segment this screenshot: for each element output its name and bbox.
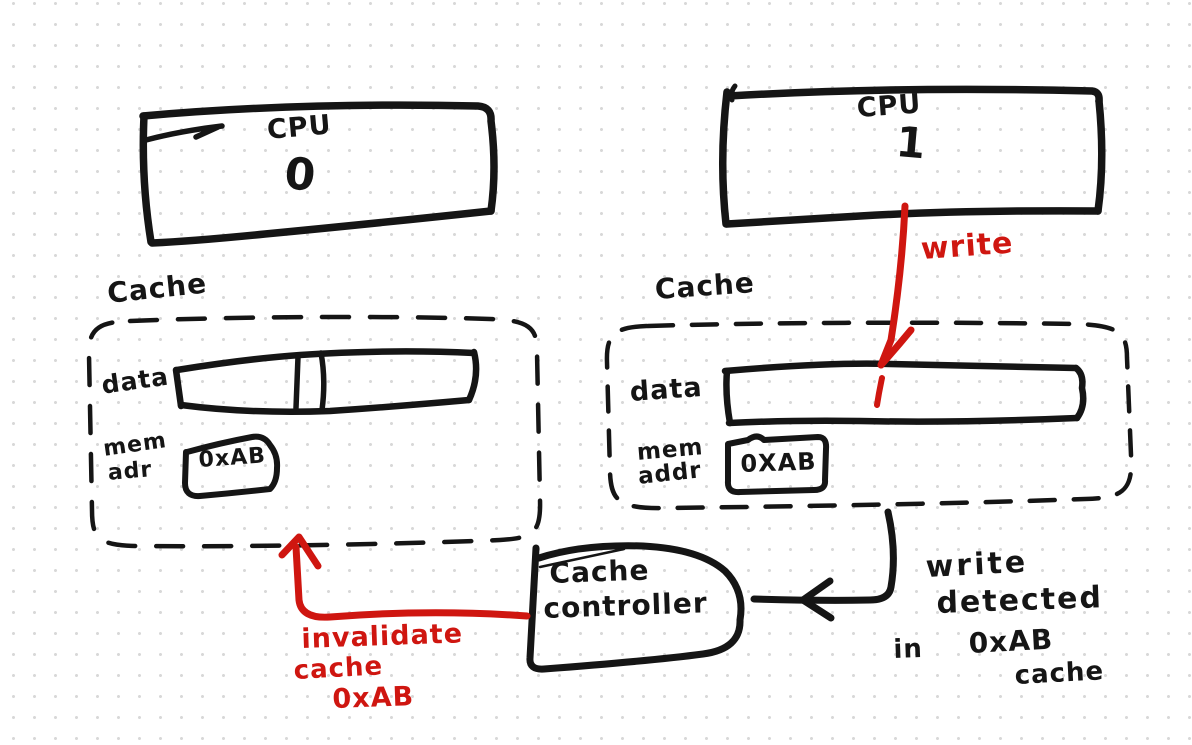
invalidate-annotation-line2: cache (292, 651, 384, 686)
cpu1-box (725, 85, 1103, 105)
cache1-data-row (725, 414, 1081, 427)
detected-annotation-addr: 0xAB (967, 622, 1055, 660)
invalidate-annotation-line1: invalidate (300, 618, 464, 655)
cache0-addr-value: 0xAB (197, 443, 267, 473)
cache0-data-row (172, 366, 185, 410)
cache1-data-label: data (628, 371, 704, 408)
cache0-data-row (465, 348, 480, 404)
detected-annotation-line2: detected (935, 580, 1104, 621)
cache0-mem-label-line2: adr (106, 457, 154, 486)
detected-annotation-line1: write (924, 544, 1030, 585)
cpu0-box-pen-leadin (143, 123, 225, 143)
cpu0-core-number: 0 (282, 148, 319, 203)
invalidate-arrow-line (292, 543, 531, 621)
cache1-data-row (721, 360, 1080, 375)
cache1-addr-box (724, 433, 830, 496)
controller-box-pen-leadin (538, 547, 626, 569)
write-mark-tick (874, 375, 885, 408)
cpu0-box (139, 112, 155, 246)
detected-annotation-line4: cache (1013, 656, 1105, 691)
write-arrow-head (877, 326, 915, 369)
red-strokes (278, 202, 915, 621)
ink-strokes (86, 83, 1134, 673)
cpu0-box (148, 207, 495, 247)
cache1-data-row (1072, 364, 1087, 422)
cache0-dashed-border (86, 314, 543, 549)
cache0-data-divider (293, 354, 301, 411)
write-annotation: write (919, 225, 1015, 267)
cache1-data-row (723, 367, 734, 427)
cache0-data-row (177, 396, 473, 415)
cpu0-box (139, 101, 498, 215)
detected-annotation-word-in: in (892, 633, 924, 665)
cpu1-box-pen-leadin (728, 83, 738, 103)
cache1-dashed-border (604, 320, 1134, 511)
write-arrow-line (877, 202, 909, 369)
cache1-addr-value: 0XAB (739, 447, 817, 478)
cpu1-core-number: 1 (894, 117, 929, 169)
invalidate-annotation-line3: 0xAB (331, 681, 415, 715)
controller-box (526, 542, 745, 673)
cpu1-label: CPU (855, 88, 923, 124)
cpu1-box (1094, 97, 1106, 215)
detect-arrow-head (799, 577, 835, 622)
cpu1-box (719, 88, 731, 228)
cpu1-box (723, 207, 1102, 228)
cache0-addr-box (182, 433, 281, 500)
cache1-title: Cache (653, 266, 756, 306)
invalidate-arrow-head (278, 533, 322, 570)
controller-label-line1: Cache (548, 553, 650, 590)
cache0-data-row (173, 348, 478, 374)
cache0-data-divider (318, 350, 327, 413)
cpu0-label: CPU (265, 109, 333, 146)
controller-label-line2: controller (542, 586, 709, 625)
